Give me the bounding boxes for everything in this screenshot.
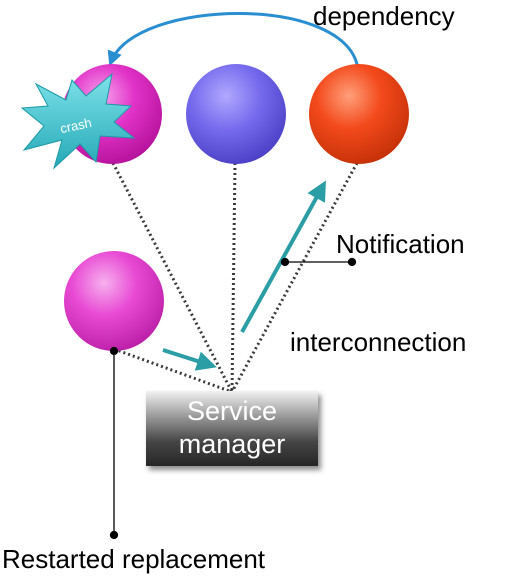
replacement-arrow xyxy=(162,348,217,371)
notification-leader-dot xyxy=(280,257,290,267)
interconnection-line-purple xyxy=(230,162,237,393)
interconnection-line-orange xyxy=(230,162,359,393)
crash-burst-icon xyxy=(20,72,136,170)
service-manager-label: Service manager xyxy=(146,395,318,461)
restarted-replacement-label: Restarted replacement xyxy=(2,544,266,574)
notification-label: Notification xyxy=(336,229,465,259)
dependency-arrow xyxy=(107,12,360,71)
interconnection-label: interconnection xyxy=(290,327,467,357)
replacement-leader-end xyxy=(109,530,119,540)
service-manager-line1: Service xyxy=(186,396,278,426)
service-manager-box: Service manager xyxy=(146,391,318,466)
replacement-leader-dot xyxy=(109,346,119,356)
dependent-service-node xyxy=(309,64,409,164)
replacement-service-node xyxy=(64,251,164,351)
service-manager-line2: manager xyxy=(178,429,286,459)
notification-leader-end xyxy=(347,257,357,267)
interconnection-line-replacement xyxy=(113,347,233,394)
dependency-label: dependency xyxy=(313,1,455,31)
notification-arrow xyxy=(240,180,326,333)
service-node-purple xyxy=(186,64,286,164)
